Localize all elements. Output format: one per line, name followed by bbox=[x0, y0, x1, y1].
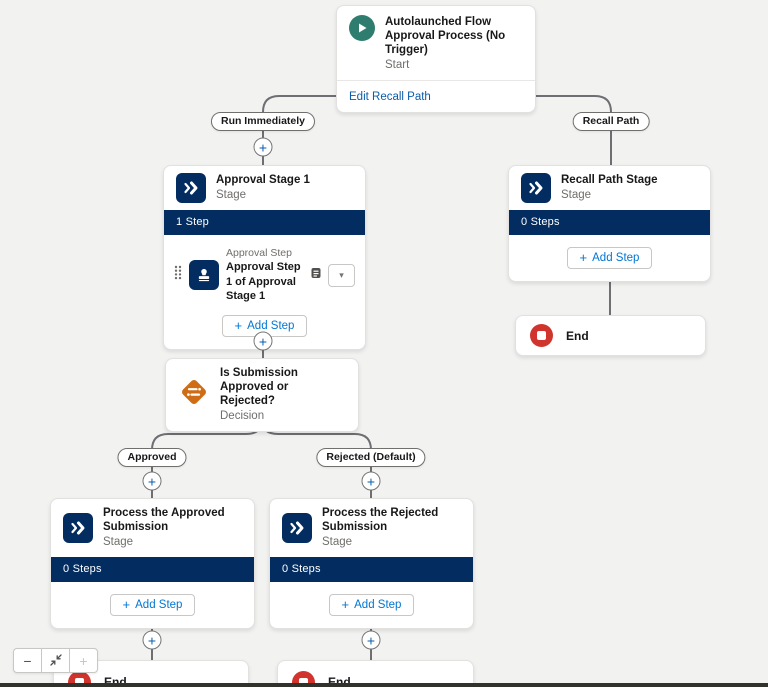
decision-node[interactable]: Is Submission Approved or Rejected? Deci… bbox=[165, 358, 359, 432]
stage-type: Stage bbox=[103, 536, 134, 549]
window-bottom-edge bbox=[0, 683, 768, 687]
stage-type: Stage bbox=[561, 189, 592, 202]
steps-count-bar: 0 Steps bbox=[509, 210, 710, 236]
steps-count-bar: 0 Steps bbox=[270, 556, 473, 583]
chevron-down-icon: ▾ bbox=[339, 269, 344, 280]
add-element-button[interactable]: + bbox=[142, 471, 162, 491]
add-step-label: Add Step bbox=[135, 598, 183, 611]
step-type-label: Approval Step bbox=[226, 247, 292, 260]
end-icon bbox=[292, 670, 315, 687]
end-node-rejected[interactable]: End bbox=[277, 660, 474, 687]
approval-step-icon bbox=[189, 260, 219, 291]
plus-icon: + bbox=[234, 318, 243, 334]
add-element-button[interactable]: + bbox=[253, 331, 273, 351]
collapse-arrows-icon bbox=[49, 653, 62, 669]
branch-label-approved: Approved bbox=[117, 448, 187, 467]
approval-step-row[interactable]: Approval Step Approval Step 1 of Approva… bbox=[172, 239, 357, 307]
stage-node-recall-path-stage[interactable]: Recall Path Stage Stage 0 Steps + Add St… bbox=[508, 165, 711, 283]
zoom-toolbar: − + bbox=[13, 648, 98, 673]
add-element-button[interactable]: + bbox=[253, 137, 273, 157]
stage-title: Approval Stage 1 bbox=[216, 174, 310, 187]
start-type-label: Start bbox=[385, 59, 410, 72]
branch-label-run-immediately: Run Immediately bbox=[210, 112, 316, 131]
stage-icon bbox=[521, 173, 551, 203]
minus-icon: − bbox=[23, 652, 32, 669]
stage-type: Stage bbox=[216, 189, 247, 202]
stage-node-approval-stage-1[interactable]: Approval Stage 1 Stage 1 Step bbox=[163, 165, 366, 351]
add-element-button[interactable]: + bbox=[361, 630, 381, 650]
plus-icon: + bbox=[341, 597, 350, 613]
start-node[interactable]: Autolaunched Flow Approval Process (No T… bbox=[336, 5, 536, 113]
zoom-in-button[interactable]: + bbox=[69, 648, 98, 673]
stage-node-rejected-submission[interactable]: Process the Rejected Submission Stage 0 … bbox=[269, 498, 474, 630]
end-icon bbox=[530, 324, 553, 347]
stage-title: Recall Path Stage bbox=[561, 174, 658, 187]
branch-label-recall-path: Recall Path bbox=[572, 112, 650, 131]
stage-title: Process the Approved Submission bbox=[103, 507, 225, 534]
add-step-label: Add Step bbox=[247, 319, 295, 332]
add-step-button[interactable]: + Add Step bbox=[109, 594, 196, 617]
end-label: End bbox=[566, 328, 589, 343]
end-icon bbox=[68, 670, 91, 687]
stage-type: Stage bbox=[322, 536, 353, 549]
step-actions-dropdown[interactable]: ▾ bbox=[328, 263, 355, 287]
stage-icon bbox=[176, 173, 206, 203]
add-step-button[interactable]: + Add Step bbox=[328, 594, 415, 617]
add-element-button[interactable]: + bbox=[142, 630, 162, 650]
decision-icon bbox=[178, 376, 210, 413]
add-step-label: Add Step bbox=[592, 251, 640, 264]
zoom-to-fit-button[interactable] bbox=[41, 648, 70, 673]
add-step-button[interactable]: + Add Step bbox=[221, 315, 308, 338]
plus-icon: + bbox=[79, 652, 88, 669]
stage-icon bbox=[63, 512, 93, 543]
end-node-recall[interactable]: End bbox=[515, 315, 706, 356]
plus-icon: + bbox=[122, 597, 131, 613]
edit-recall-path-link[interactable]: Edit Recall Path bbox=[349, 90, 431, 103]
decision-type: Decision bbox=[220, 410, 265, 423]
add-element-button[interactable]: + bbox=[361, 471, 381, 491]
step-details-icon bbox=[311, 266, 321, 284]
decision-title: Is Submission Approved or Rejected? bbox=[220, 367, 298, 408]
start-title: Autolaunched Flow Approval Process (No T… bbox=[385, 16, 506, 57]
zoom-out-button[interactable]: − bbox=[13, 648, 42, 673]
stage-icon bbox=[282, 512, 312, 543]
steps-count-bar: 1 Step bbox=[164, 210, 365, 236]
plus-icon: + bbox=[579, 250, 588, 266]
branch-label-rejected: Rejected (Default) bbox=[316, 448, 426, 467]
drag-handle-icon[interactable] bbox=[174, 265, 182, 285]
start-play-icon bbox=[349, 15, 375, 41]
add-step-button[interactable]: + Add Step bbox=[566, 247, 653, 270]
stage-title: Process the Rejected Submission bbox=[322, 507, 439, 534]
stage-node-approved-submission[interactable]: Process the Approved Submission Stage 0 … bbox=[50, 498, 255, 630]
add-step-label: Add Step bbox=[354, 598, 402, 611]
step-name: Approval Step 1 of Approval Stage 1 bbox=[226, 261, 301, 302]
steps-count-bar: 0 Steps bbox=[51, 556, 254, 583]
